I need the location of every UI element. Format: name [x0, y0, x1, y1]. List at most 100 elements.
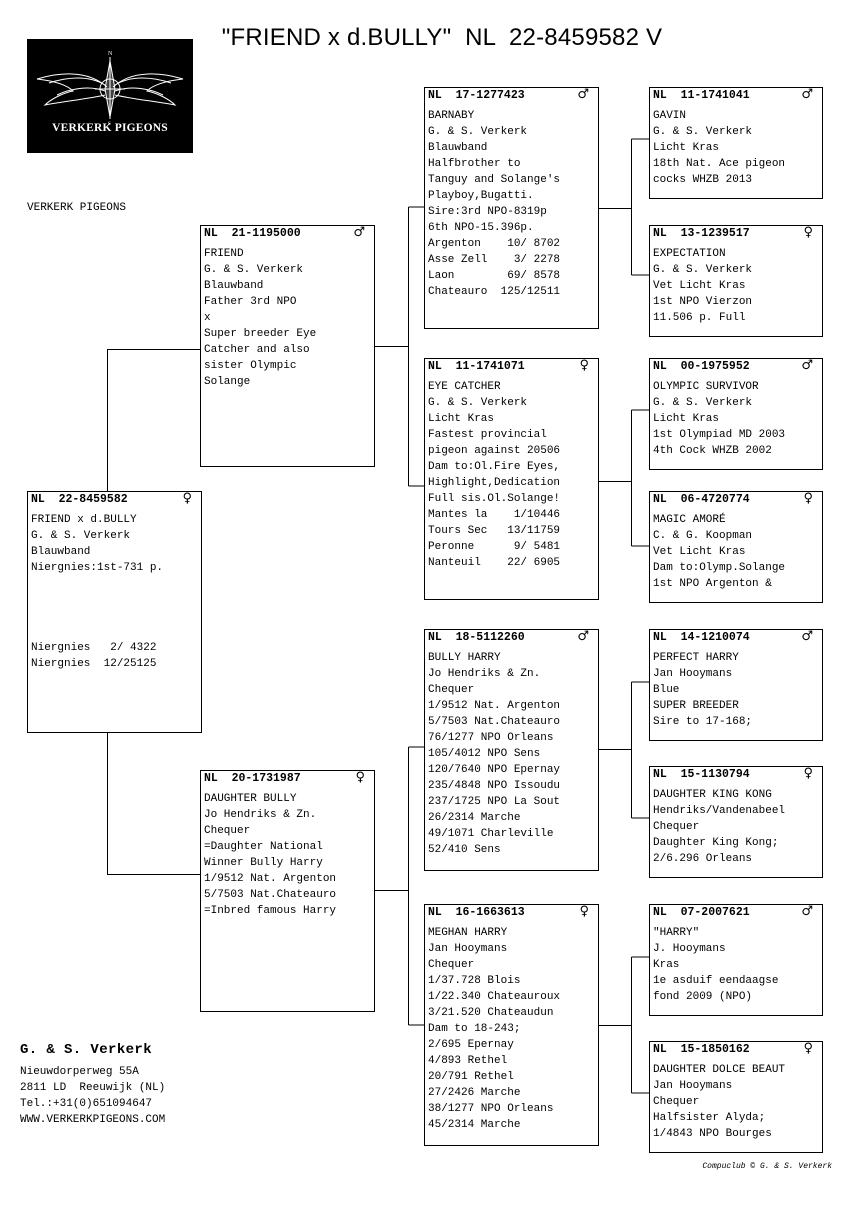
female-icon: ♀ — [355, 770, 365, 785]
pigeon-card-ds-sire[interactable]: NL 14-1210074♂ PERFECT HARRY Jan Hooyman… — [649, 629, 823, 741]
pedigree-line: Blauwband — [204, 280, 264, 292]
pedigree-line: 5/7503 Nat.Chateauro — [428, 716, 561, 728]
owner-website[interactable]: WWW.VERKERKPIGEONS.COM — [20, 1114, 166, 1126]
ring-number: NL 15-1130794♀ — [653, 766, 813, 781]
female-icon: ♀ — [182, 491, 192, 506]
male-icon: ♂ — [801, 629, 813, 644]
pedigree-line: Winner Bully Harry — [204, 857, 323, 869]
pigeon-card-sd-sire[interactable]: NL 00-1975952♂ OLYMPIC SURVIVOR G. & S. … — [649, 358, 823, 470]
pedigree-line: 18th Nat. Ace pigeon — [653, 158, 786, 170]
ring-number: NL 17-1277423♂ — [428, 87, 589, 102]
pedigree-line: 1st NPO Vierzon — [653, 296, 753, 308]
ring-number: NL 07-2007621♂ — [653, 904, 813, 919]
pedigree-line: G. & S. Verkerk — [428, 397, 528, 409]
pedigree-line: 27/2426 Marche — [428, 1087, 521, 1099]
pedigree-line: Chequer — [428, 684, 475, 696]
pigeon-card-sire[interactable]: NL 21-1195000♂ FRIEND G. & S. Verkerk Bl… — [200, 225, 375, 467]
ring-number: NL 16-1663613♀ — [428, 904, 589, 919]
pigeon-card-dam[interactable]: NL 20-1731987♀ DAUGHTER BULLY Jo Hendrik… — [200, 770, 375, 1012]
kennel-label: VERKERK PIGEONS — [27, 202, 127, 214]
ring-number: NL 14-1210074♂ — [653, 629, 813, 644]
pedigree-line: 6th NPO-15.396p. — [428, 222, 534, 234]
pedigree-line: FRIEND x d.BULLY — [31, 514, 137, 526]
pedigree-line: Highlight,Dedication — [428, 477, 561, 489]
pedigree-line: DAUGHTER BULLY — [204, 793, 297, 805]
pigeon-card-subject[interactable]: NL 22-8459582♀ FRIEND x d.BULLY G. & S. … — [27, 491, 202, 733]
pedigree-line: 11.506 p. Full — [653, 312, 746, 324]
pedigree-line — [31, 576, 201, 592]
pedigree-line: Dam to 18-243; — [428, 1023, 521, 1035]
owner-phone: Tel.:+31(0)651094647 — [20, 1098, 153, 1110]
pedigree-line: Jo Hendriks & Zn. — [428, 668, 541, 680]
pedigree-line: MAGIC AMORÉ — [653, 514, 726, 526]
pigeon-card-dam-sire[interactable]: NL 18-5112260♂ BULLY HARRY Jo Hendriks &… — [424, 629, 599, 871]
pedigree-line: =Daughter National — [204, 841, 323, 853]
pedigree-line: Peronne 9/ 5481 — [428, 541, 561, 553]
pedigree-line: Mantes la 1/10446 — [428, 509, 561, 521]
female-icon: ♀ — [579, 904, 589, 919]
ring-number: NL 15-1850162♀ — [653, 1041, 813, 1056]
pedigree-line: Tours Sec 13/11759 — [428, 525, 561, 537]
pedigree-line: G. & S. Verkerk — [653, 264, 753, 276]
male-icon: ♂ — [801, 904, 813, 919]
pedigree-line: Blue — [653, 684, 680, 696]
pedigree-line: Chequer — [653, 1096, 700, 1108]
pedigree-line: 45/2314 Marche — [428, 1119, 521, 1131]
pedigree-line: 105/4012 NPO Sens — [428, 748, 541, 760]
pedigree-line: DAUGHTER KING KONG — [653, 789, 772, 801]
pedigree-line: Halfsister Alyda; — [653, 1112, 766, 1124]
male-icon: ♂ — [801, 358, 813, 373]
pigeon-card-sire-dam[interactable]: NL 11-1741071♀ EYE CATCHER G. & S. Verke… — [424, 358, 599, 600]
pedigree-line: Kras — [653, 959, 680, 971]
pigeon-card-dam-dam[interactable]: NL 16-1663613♀ MEGHAN HARRY Jan Hooymans… — [424, 904, 599, 1146]
female-icon: ♀ — [579, 358, 589, 373]
pedigree-line — [31, 608, 201, 624]
pigeon-card-ss-sire[interactable]: NL 11-1741041♂ GAVIN G. & S. Verkerk Lic… — [649, 87, 823, 199]
pedigree-line: 4/893 Rethel — [428, 1055, 508, 1067]
pedigree-line: 2/6.296 Orleans — [653, 853, 753, 865]
pedigree-line: Licht Kras — [653, 413, 720, 425]
pigeon-card-dd-sire[interactable]: NL 07-2007621♂ "HARRY" J. Hooymans Kras … — [649, 904, 823, 1016]
pedigree-line: DAUGHTER DOLCE BEAUT — [653, 1064, 786, 1076]
pedigree-line: 120/7640 NPO Epernay — [428, 764, 561, 776]
pedigree-line: Blauwband — [428, 142, 488, 154]
female-icon: ♀ — [803, 225, 813, 240]
pedigree-line: Laon 69/ 8578 — [428, 270, 561, 282]
pedigree-line: Nanteuil 22/ 6905 — [428, 557, 561, 569]
pedigree-line: pigeon against 20506 — [428, 445, 561, 457]
pedigree-line: 76/1277 NPO Orleans — [428, 732, 554, 744]
pedigree-line: 235/4848 NPO Issoudu — [428, 780, 561, 792]
pedigree-line: Jo Hendriks & Zn. — [204, 809, 317, 821]
pedigree-line: EXPECTATION — [653, 248, 726, 260]
pedigree-line: 3/21.520 Chateaudun — [428, 1007, 554, 1019]
pedigree-line: Niergnies 2/ 4322 — [31, 642, 157, 654]
pigeon-card-dd-dam[interactable]: NL 15-1850162♀ DAUGHTER DOLCE BEAUT Jan … — [649, 1041, 823, 1153]
ring-number: NL 20-1731987♀ — [204, 770, 365, 785]
pedigree-line: Licht Kras — [428, 413, 495, 425]
pedigree-line: 1e asduif eendaagse — [653, 975, 779, 987]
pedigree-line: Jan Hooymans — [653, 668, 733, 680]
pigeon-card-sd-dam[interactable]: NL 06-4720774♀ MAGIC AMORÉ C. & G. Koopm… — [649, 491, 823, 603]
pedigree-line: 1/9512 Nat. Argenton — [428, 700, 561, 712]
pedigree-line — [31, 592, 201, 608]
owner-contact: G. & S. Verkerk Nieuwdorperweg 55A 2811 … — [20, 1042, 165, 1128]
pigeon-card-sire-sire[interactable]: NL 17-1277423♂ BARNABY G. & S. Verkerk B… — [424, 87, 599, 329]
pedigree-line: 38/1277 NPO Orleans — [428, 1103, 554, 1115]
owner-street: Nieuwdorperweg 55A — [20, 1066, 139, 1078]
pedigree-line: 20/791 Rethel — [428, 1071, 514, 1083]
pedigree-line: Chequer — [428, 959, 475, 971]
ring-number: NL 11-1741071♀ — [428, 358, 589, 373]
pigeon-card-ss-dam[interactable]: NL 13-1239517♀ EXPECTATION G. & S. Verke… — [649, 225, 823, 337]
pedigree-line: G. & S. Verkerk — [31, 530, 131, 542]
pedigree-line: Tanguy and Solange's — [428, 174, 561, 186]
pedigree-line: 4th Cock WHZB 2002 — [653, 445, 772, 457]
footer-copyright: Compuclub © G. & S. Verkerk — [702, 1162, 832, 1171]
pedigree-line: 52/410 Sens — [428, 844, 501, 856]
logo-text: VERKERK PIGEONS — [52, 122, 168, 134]
pedigree-line: Sire:3rd NPO-8319p — [428, 206, 547, 218]
pedigree-line: fond 2009 (NPO) — [653, 991, 753, 1003]
pigeon-card-ds-dam[interactable]: NL 15-1130794♀ DAUGHTER KING KONG Hendri… — [649, 766, 823, 878]
pedigree-line: 1/22.340 Chateauroux — [428, 991, 561, 1003]
pedigree-line: Asse Zell 3/ 2278 — [428, 254, 561, 266]
ring-number: NL 13-1239517♀ — [653, 225, 813, 240]
